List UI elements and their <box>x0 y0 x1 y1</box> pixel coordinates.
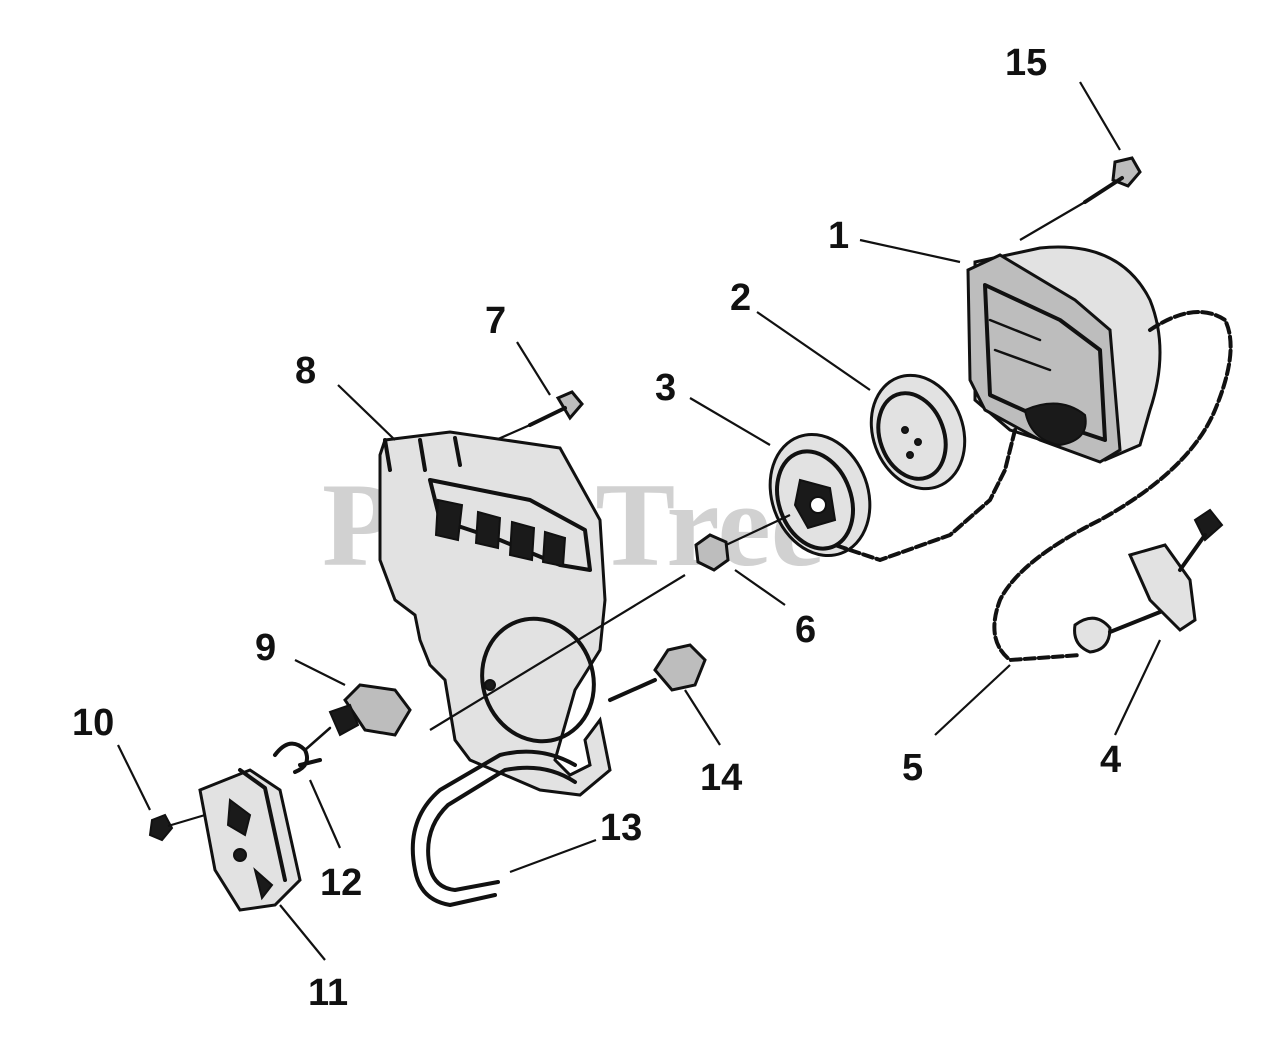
part-14-knob <box>608 643 707 702</box>
callout-2: 2 <box>730 277 751 319</box>
part-12-spring <box>273 726 332 774</box>
part-1-housing <box>966 245 1162 464</box>
callout-14: 14 <box>700 757 742 799</box>
callout-6: 6 <box>795 609 816 651</box>
callout-8: 8 <box>295 350 316 392</box>
shaft-axis <box>429 574 686 731</box>
callout-labels: 1 2 3 4 5 6 7 8 9 10 11 12 13 14 15 <box>72 42 1121 1014</box>
part-6-nut <box>694 514 791 572</box>
callout-13: 13 <box>600 807 642 849</box>
part-11-switch <box>198 768 302 912</box>
part-13-hook <box>410 749 577 907</box>
callout-4: 4 <box>1100 739 1121 781</box>
part-2-pulley <box>869 373 967 491</box>
part-5-cable <box>833 310 1233 662</box>
callout-1: 1 <box>828 215 849 257</box>
part-10-screw <box>148 813 206 842</box>
part-8-bracket <box>378 430 612 797</box>
callout-12: 12 <box>320 862 362 904</box>
callout-15: 15 <box>1005 42 1047 84</box>
callout-11: 11 <box>308 972 348 1014</box>
part-4-plug <box>1073 508 1224 654</box>
part-15-bolt <box>1019 156 1142 241</box>
callout-7: 7 <box>485 300 506 342</box>
leader-lines <box>117 81 1161 961</box>
callout-3: 3 <box>655 367 676 409</box>
part-9-clip <box>328 683 412 737</box>
callout-9: 9 <box>255 627 276 669</box>
callout-5: 5 <box>902 747 923 789</box>
callout-10: 10 <box>72 702 114 744</box>
part-3-rotor <box>768 432 872 558</box>
